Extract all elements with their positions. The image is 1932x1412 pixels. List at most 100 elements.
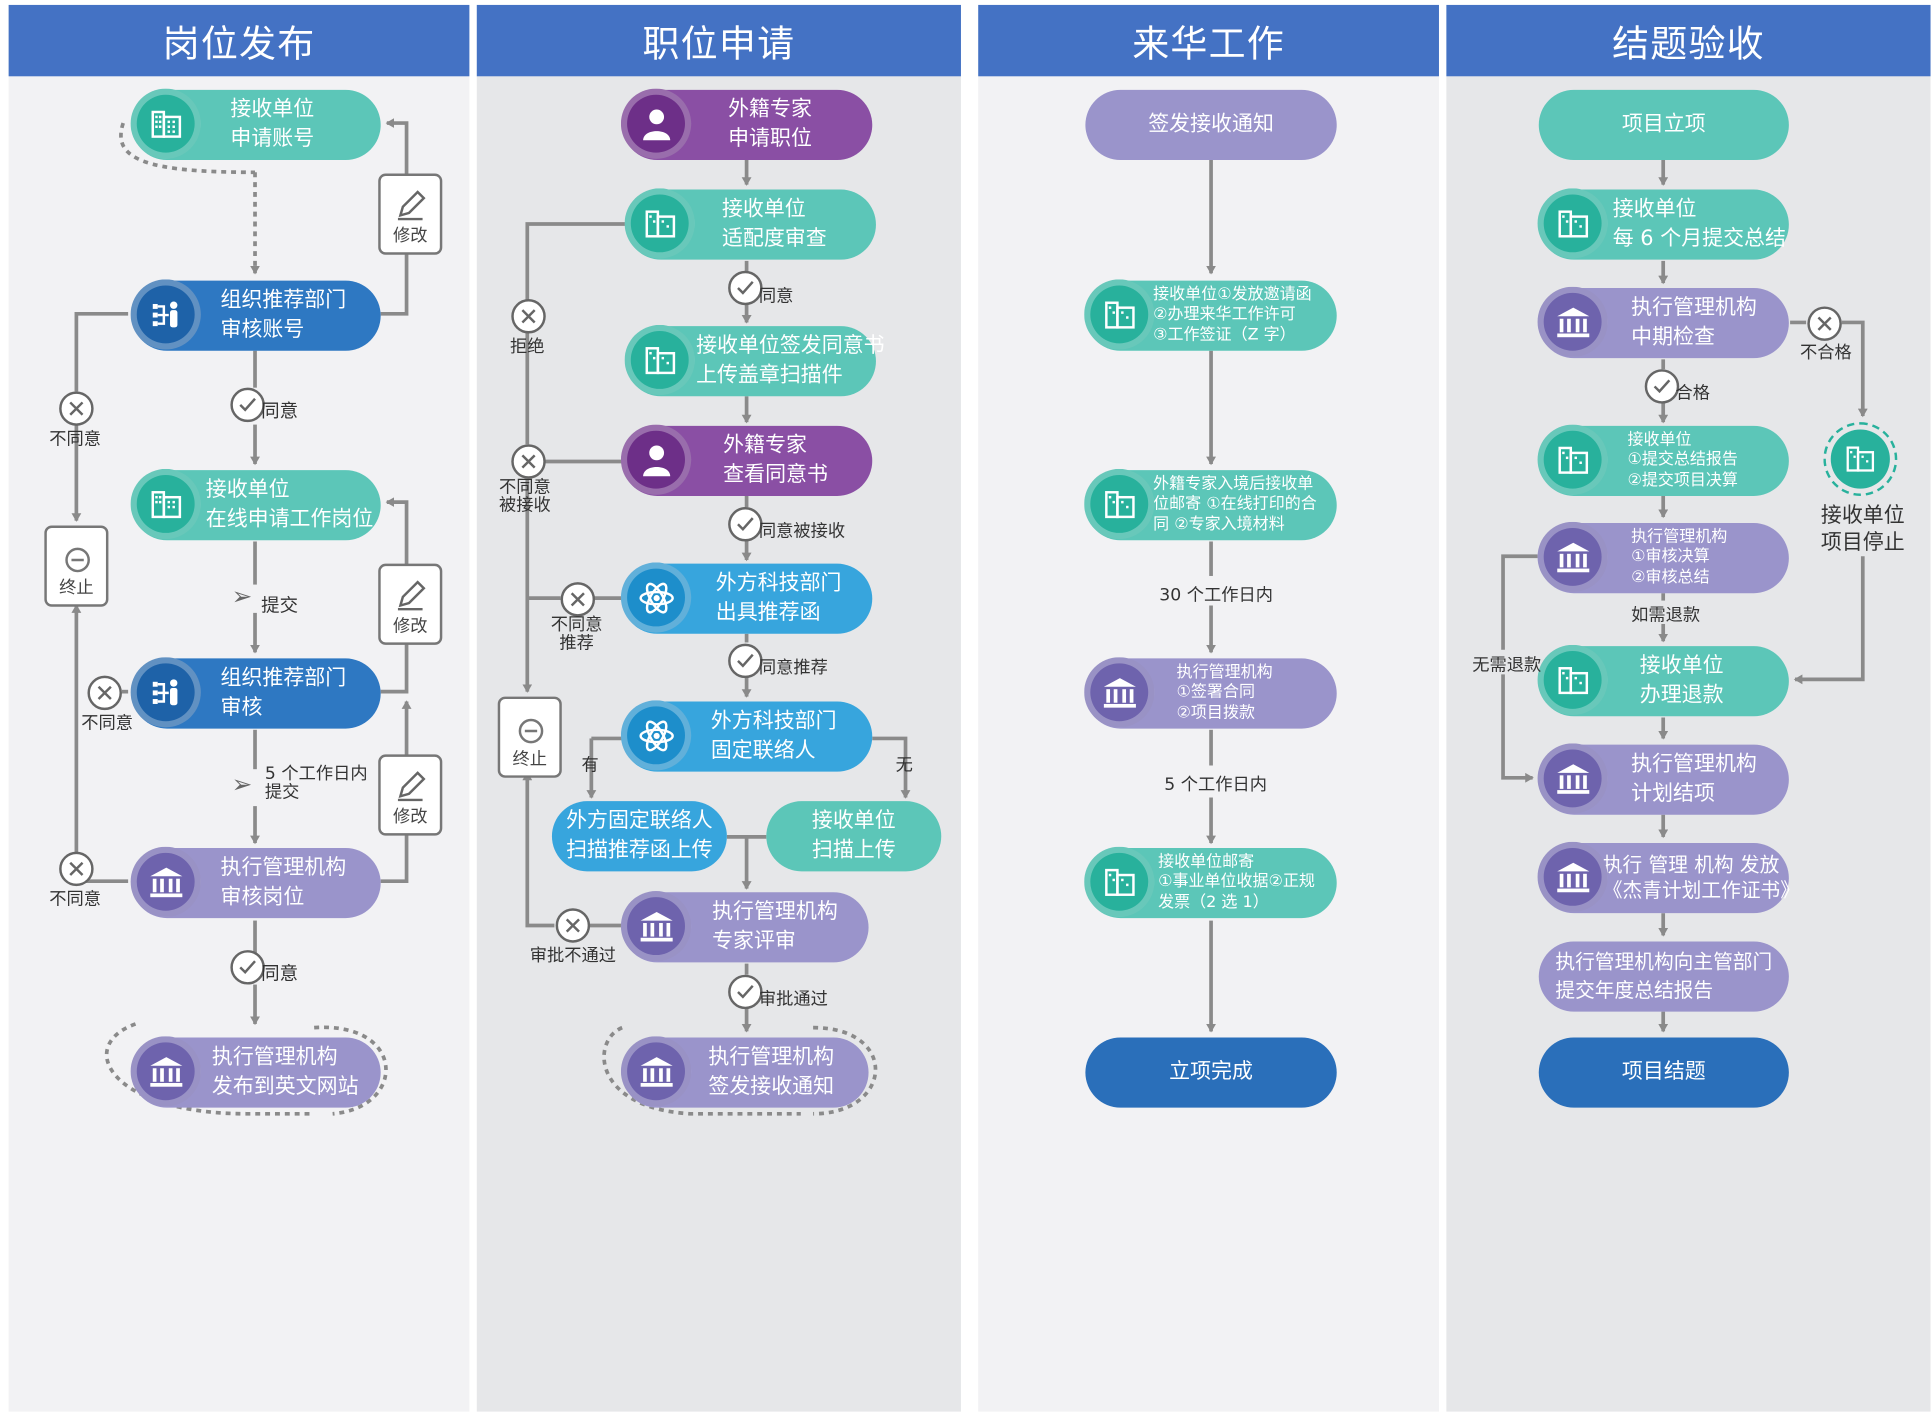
node-sign-consent[interactable]: 接收单位签发同意书上传盖章扫描件 <box>624 324 885 397</box>
pencil-icon <box>397 580 426 611</box>
node-line: 出具推荐函 <box>715 599 821 625</box>
node-line: 接收单位签发同意书 <box>696 333 885 358</box>
node-org-review[interactable]: 组织推荐部门审核 <box>130 657 381 729</box>
node-view-consent[interactable]: 外籍专家查看同意书 <box>620 424 873 496</box>
building-icon <box>1084 846 1155 917</box>
node-unit-upload[interactable]: 接收单位扫描上传 <box>766 801 942 872</box>
node-line: 《杰青计划工作证书》 <box>1602 878 1800 902</box>
node-line: 提交年度总结报告 <box>1555 977 1714 1002</box>
node-contact-upload[interactable]: 外方固定联络人扫描推荐函上传 <box>551 801 727 872</box>
label-line: 被接收 <box>498 496 551 517</box>
node-line: 办理退款 <box>1639 682 1724 708</box>
stop-node-ring[interactable] <box>1823 422 1898 496</box>
node-line: 执行管理机构 <box>1631 751 1757 777</box>
cross-icon <box>555 908 591 943</box>
node-line: 发布到英文网站 <box>211 1073 359 1099</box>
node-line: 外方科技部门 <box>710 708 837 734</box>
label-line: 不同意 <box>550 615 603 636</box>
node-refund[interactable]: 接收单位办理退款 <box>1537 644 1789 717</box>
person-icon <box>620 88 692 159</box>
node-plan-closure[interactable]: 执行管理机构计划结项 <box>1537 743 1789 815</box>
node-fixed-contact[interactable]: 外方科技部门固定联络人 <box>620 700 873 772</box>
node-review-account[interactable]: 组织推荐部门审核账号 <box>130 279 381 351</box>
terminate-icon <box>518 718 544 744</box>
node-expert-review[interactable]: 执行管理机构专家评审 <box>620 891 869 963</box>
org-person-icon <box>130 657 201 728</box>
building-icon <box>1537 644 1608 716</box>
node-line: ②提交项目决算 <box>1627 471 1738 490</box>
node-midterm-check[interactable]: 执行管理机构中期检查 <box>1537 286 1789 359</box>
node-publish-website[interactable]: 执行管理机构发布到英文网站 <box>130 1036 381 1108</box>
node-line: 接收单位 <box>1639 653 1724 678</box>
node-line: 同 ②专家入境材料 <box>1153 515 1285 534</box>
label-line: 推荐 <box>559 634 594 654</box>
building-icon <box>1537 424 1608 495</box>
node-line: 每 6 个月提交总结 <box>1612 225 1786 251</box>
node-issue-recommendation[interactable]: 外方科技部门出具推荐函 <box>620 562 873 634</box>
label-edit: 修改 <box>393 616 428 637</box>
terminate-icon <box>65 547 90 573</box>
label-not-received: 不同意被接收 <box>498 477 551 517</box>
institution-icon <box>1084 657 1155 728</box>
node-expert-apply[interactable]: 外籍专家申请职位 <box>620 88 873 160</box>
node-line: 接收单位 <box>1612 196 1697 222</box>
edit-box[interactable]: 修改 <box>378 173 443 255</box>
label-agree-received: 同意被接收 <box>758 521 846 542</box>
label-agree: 同意 <box>758 286 794 307</box>
label-pass: 合格 <box>1675 383 1711 404</box>
building-icon <box>1084 279 1155 350</box>
cross-icon <box>511 444 546 479</box>
node-annual-report[interactable]: 执行管理机构向主管部门提交年度总结报告 <box>1538 941 1789 1012</box>
node-issue-certificate[interactable]: 执行 管理 机构 发放《杰青计划工作证书》 <box>1537 841 1800 914</box>
node-line: 外籍专家 <box>728 96 812 122</box>
node-line: 申请账号 <box>230 126 315 151</box>
node-apply-account[interactable]: 接收单位申请账号 <box>130 88 381 160</box>
pencil-icon <box>397 771 426 802</box>
cross-icon <box>59 391 94 426</box>
node-line: 执行管理机构向主管部门 <box>1555 950 1773 974</box>
node-line: ①审核决算 <box>1631 547 1710 567</box>
node-line: 计划结项 <box>1631 780 1715 806</box>
label-agree: 同意 <box>261 962 299 985</box>
node-line: 中期检查 <box>1631 324 1715 349</box>
edit-box[interactable]: 修改 <box>378 563 443 645</box>
label-no-refund: 无需退款 <box>1472 655 1542 676</box>
node-line: 接收单位 <box>721 196 806 222</box>
node-line: 执行 管理 机构 发放 <box>1602 852 1780 876</box>
node-line: ③工作签证（Z 字） <box>1153 325 1296 345</box>
send-icon: ➢ <box>231 580 253 611</box>
node-fit-review[interactable]: 接收单位适配度审查 <box>624 188 876 260</box>
node-issue-notice[interactable]: 签发接收通知 <box>1085 89 1337 160</box>
label-terminate: 终止 <box>59 578 94 599</box>
cross-icon <box>87 675 122 711</box>
node-line: 执行管理机构 <box>1176 662 1273 682</box>
label-approved: 审批通过 <box>758 989 828 1010</box>
node-line: 执行管理机构 <box>712 899 838 924</box>
node-submit-summary[interactable]: 接收单位每 6 个月提交总结 <box>1537 188 1789 260</box>
edit-box[interactable]: 修改 <box>378 754 443 836</box>
label-disagree: 不同意 <box>49 429 102 450</box>
node-line: ②项目拨款 <box>1176 703 1255 723</box>
node-issue-notice[interactable]: 执行管理机构签发接收通知 <box>620 1036 869 1108</box>
node-review-position[interactable]: 执行管理机构审核岗位 <box>130 846 381 919</box>
node-line: 专家评审 <box>712 928 796 954</box>
node-entry-materials[interactable]: 外籍专家入境后接收单位邮寄 ①在线打印的合同 ②专家入境材料 <box>1084 468 1337 541</box>
label-line: 不同意 <box>498 477 551 498</box>
node-line: 扫描推荐函上传 <box>566 837 713 863</box>
node-project-initiation[interactable]: 项目立项 <box>1538 89 1789 160</box>
node-line: 外方固定联络人 <box>566 808 713 833</box>
node-project-closed[interactable]: 项目结题 <box>1538 1037 1789 1108</box>
terminate-box: 终止 <box>497 696 562 778</box>
building-icon <box>624 188 695 259</box>
node-line: 接收单位 <box>811 808 896 833</box>
pencil-icon <box>397 190 426 221</box>
node-apply-position[interactable]: 接收单位在线申请工作岗位 <box>130 468 381 541</box>
node-project-established[interactable]: 立项完成 <box>1085 1037 1337 1108</box>
building-icon <box>624 324 695 396</box>
